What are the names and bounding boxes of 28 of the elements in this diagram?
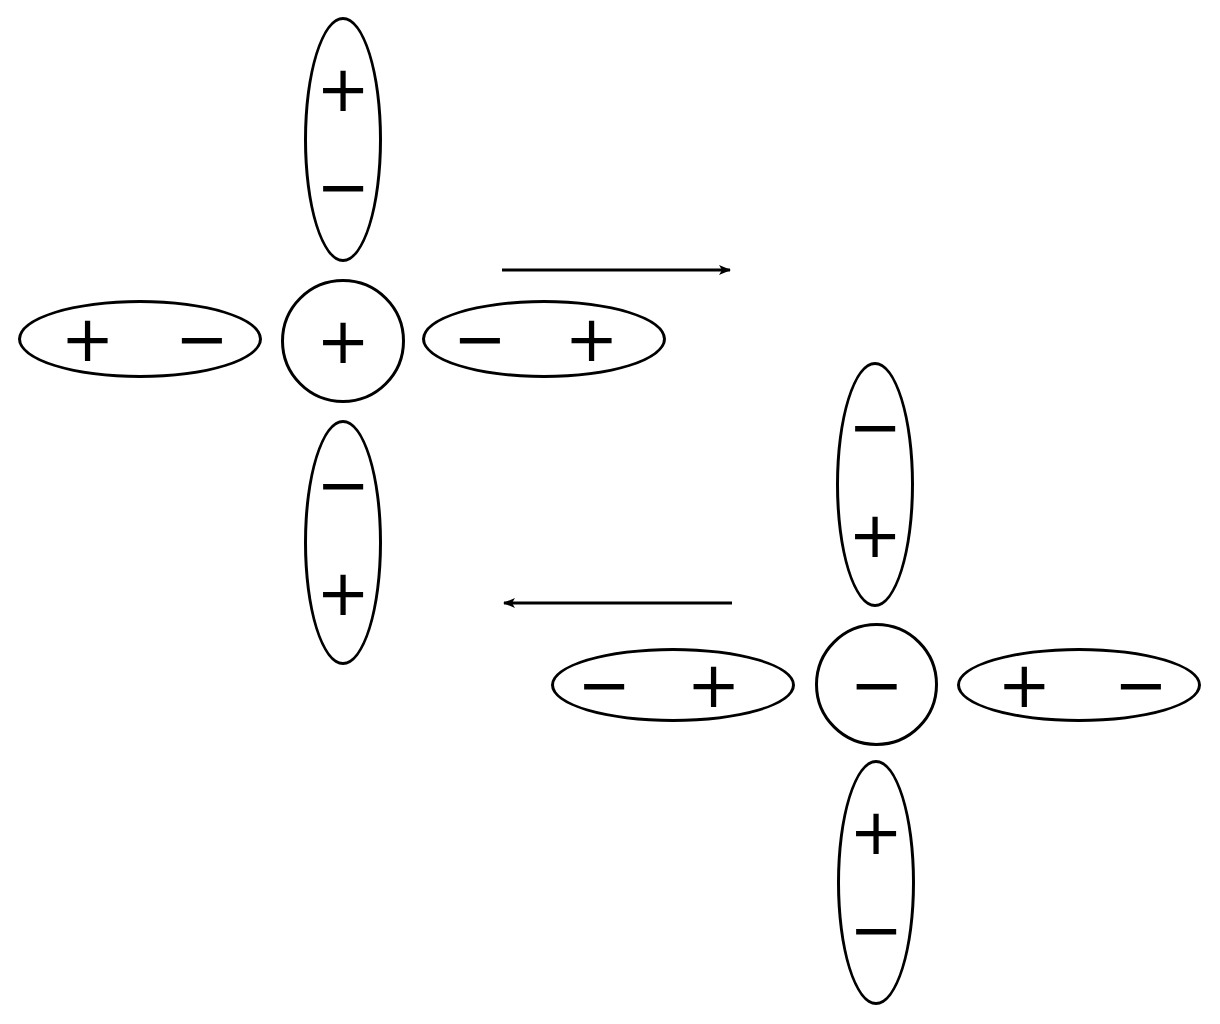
charge-sign: −	[452, 307, 507, 371]
charge-sign: +	[316, 309, 370, 373]
charge-sign: +	[316, 560, 370, 625]
ellipse-shape	[551, 648, 795, 722]
charge-sign: −	[848, 395, 902, 460]
charge-sign: +	[848, 502, 902, 567]
charge-sign: −	[316, 453, 370, 518]
ellipse-shape	[422, 300, 666, 378]
ellipse-shape	[837, 760, 915, 1005]
charge-sign: +	[997, 653, 1052, 717]
charge-sign: +	[316, 57, 370, 122]
charge-sign: −	[577, 653, 631, 717]
ellipse-shape	[18, 300, 262, 378]
ellipse-shape	[304, 420, 382, 665]
ellipse-shape	[836, 362, 914, 607]
charge-sign: −	[175, 307, 229, 371]
charge-sign: +	[60, 307, 115, 371]
charge-sign: −	[849, 652, 904, 717]
charge-sign: −	[316, 155, 370, 220]
ellipse-shape	[957, 648, 1201, 722]
charge-sign: +	[849, 800, 903, 865]
charge-sign: −	[849, 898, 903, 963]
circle-shape	[815, 623, 938, 746]
charge-sign: +	[686, 653, 741, 717]
charge-sign: +	[564, 307, 619, 371]
charge-sign: −	[1114, 653, 1168, 717]
ellipse-shape	[304, 17, 382, 262]
circle-shape	[281, 279, 405, 403]
